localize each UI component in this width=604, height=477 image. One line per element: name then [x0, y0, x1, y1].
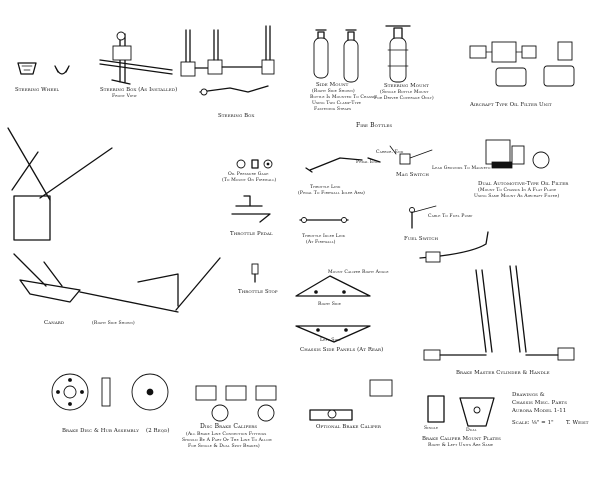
- fuel-switch-label: Fuel Switch: [404, 236, 439, 242]
- caliper-plates-label: Brake Caliper Mount Plates: [422, 436, 502, 442]
- canard-drawing: [13, 253, 221, 313]
- oil-pressure-label: Oil Pressure Gage: [228, 172, 269, 177]
- brake-hose-drawing: [419, 231, 489, 263]
- chassis-frame-drawing: [7, 127, 113, 241]
- mag-switch-label: Mag Switch: [396, 172, 429, 178]
- title-block-line-1: Drawings &: [512, 392, 545, 398]
- author-label: T. Weist: [566, 420, 589, 426]
- cable-to-fuel-label: Cable To Fuel Pump: [428, 214, 473, 219]
- carbur-end-label: Carbur. End: [376, 150, 404, 155]
- oil-pressure-note: (To Mount On Firewall): [222, 178, 277, 183]
- steering-box-installed-drawing: [99, 31, 173, 85]
- dual-label: Dual: [466, 428, 477, 433]
- disc-calipers-note-2: Should Be A Part Of The Line To Allow: [182, 438, 273, 443]
- dual-filter-label: Dual Automotive-Type Oil Filter: [478, 181, 569, 187]
- steering-box-label: Steering Box: [218, 113, 255, 119]
- side-mount-label: Side Mount: [316, 82, 349, 88]
- caliper-plates-note: Right & Left Units Are Same: [428, 443, 494, 448]
- lead-grounds-label: Lead Grounds To Magneto: [432, 166, 491, 171]
- canard-note: (Right Side Shown): [92, 321, 135, 326]
- title-block-line-2: Chassis Misc. Parts: [512, 400, 568, 406]
- fuel-switch-drawing: [409, 205, 437, 229]
- disc-calipers-label: Disc Brake Calipers: [200, 423, 258, 430]
- throttle-link-note: (Pedal To Firewall Idler Arm): [298, 191, 365, 196]
- steering-mount-note-2: For Driver Coverage Only): [374, 96, 434, 101]
- throttle-idler-drawing: [299, 217, 349, 223]
- brake-master-label: Brake Master Cylinder & Handle: [456, 370, 550, 376]
- side-mount-note-4: Fastening Straps: [314, 107, 352, 112]
- steering-mount-label: Steering Mount: [384, 83, 429, 89]
- canard-label: Canard: [44, 320, 65, 326]
- brake-disc-label: Brake Disc & Hub Assembly: [62, 428, 139, 434]
- steering-wheel-drawing: [17, 62, 70, 75]
- steering-mount-note-1: (Single Bottle Mount: [380, 90, 429, 95]
- throttle-stop-drawing: [251, 263, 259, 283]
- aircraft-oil-filter-drawing: [469, 41, 575, 87]
- throttle-idler-note: (At Firewall): [306, 240, 336, 245]
- side-mount-note-2: Bottle Is Mounted To Chassis: [310, 95, 377, 100]
- throttle-link-drawing: [305, 157, 381, 173]
- mag-switch-drawing: [389, 145, 433, 165]
- steering-box-installed-label: Steering Box (As Installed): [100, 87, 178, 93]
- fire-bottles-drawing: [313, 25, 411, 83]
- side-mount-note-1: (Right Side Shown): [312, 89, 355, 94]
- disc-calipers-note-1: (All Brake Line Connection Fittings: [186, 432, 267, 437]
- dual-oil-filter-drawing: [485, 139, 550, 169]
- steering-wheel-label: Steering Wheel: [15, 87, 60, 93]
- title-block-line-3: Aurora Model 1-11: [512, 408, 567, 414]
- optional-caliper-label: Optional Brake Caliper: [316, 424, 381, 430]
- front-view-label: Front View: [112, 94, 137, 99]
- left-side-label: Left Side: [320, 338, 341, 343]
- brake-disc-hub-drawing: [51, 373, 169, 411]
- dual-filter-note-1: (Mount To Chassis In A Flat Plane: [478, 188, 557, 193]
- fire-bottles-label: Fire Bottles: [356, 122, 393, 129]
- dual-filter-note-2: Using Same Mount As Aircraft Filter): [474, 194, 560, 199]
- scale-label: Scale: ⅛" = 1": [512, 420, 554, 426]
- throttle-stop-label: Throttle Stop: [238, 289, 278, 295]
- throttle-idler-label: Throttle Idler Link: [302, 234, 346, 239]
- throttle-pedal-drawing: [231, 195, 271, 223]
- chassis-panels-label: Chassis Side Panels (At Rear): [300, 347, 384, 353]
- brake-master-cylinder-drawing: [423, 265, 575, 361]
- aircraft-filter-label: Aircraft Type Oil Filter Unit: [470, 102, 552, 108]
- steering-box-drawing: [180, 25, 275, 96]
- side-mount-note-3: Using Two Clamp-Type: [312, 101, 362, 106]
- caliper-mount-plates-drawing: [427, 395, 495, 427]
- mount-caliper-label: Mount Caliper Right Angle: [328, 270, 389, 275]
- single-label: Single: [424, 426, 439, 431]
- chassis-side-panels-drawing: [295, 275, 371, 343]
- oil-pressure-gage-drawing: [236, 159, 273, 169]
- throttle-link-label: Throttle Link: [310, 185, 341, 190]
- optional-brake-caliper-drawing: [309, 379, 393, 421]
- pedal-end-label: Pedal End: [356, 160, 379, 165]
- disc-calipers-note-3: For Single & Dual Spot Brakes): [188, 444, 260, 449]
- two-reqd-label: (2 Reqd): [146, 428, 170, 434]
- throttle-pedal-label: Throttle Pedal: [230, 231, 273, 237]
- disc-brake-calipers-drawing: [195, 385, 277, 422]
- right-side-label: Right Side: [318, 302, 342, 307]
